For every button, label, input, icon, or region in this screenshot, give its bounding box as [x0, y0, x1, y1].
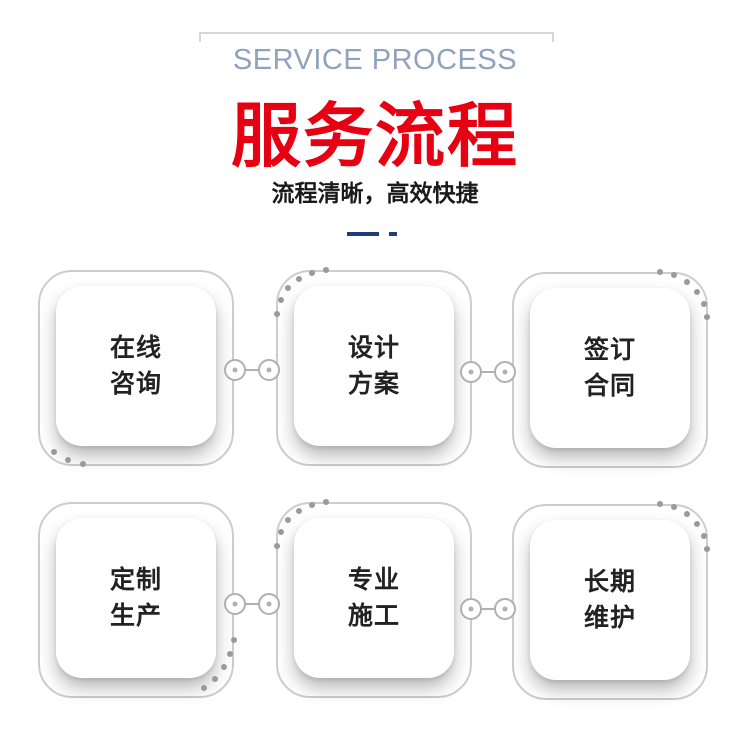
connector-icon [460, 361, 516, 383]
accent-dash-short [389, 232, 397, 236]
dots-decoration-icon [274, 499, 329, 549]
step-label-line2: 生产 [109, 601, 162, 630]
step-label-line2: 咨询 [109, 369, 162, 398]
step-label-line1: 长期 [583, 567, 636, 596]
subtitle-en: SERVICE PROCESS [232, 44, 518, 76]
step-label-line1: 定制 [109, 565, 162, 594]
step-label-line2: 方案 [347, 369, 400, 398]
step-label-line1: 设计 [347, 333, 400, 362]
step-label-line1: 签订 [583, 335, 636, 364]
connector-icon [224, 593, 280, 615]
page-title: 服务流程 [231, 95, 519, 177]
dots-decoration-icon [657, 269, 710, 320]
step-card-inner: 专业 施工 [294, 518, 454, 678]
step-label-line2: 合同 [583, 371, 636, 400]
step-card-contract: 签订 合同 [512, 272, 708, 468]
step-card-inner: 长期 维护 [530, 520, 690, 680]
step-card-inner: 签订 合同 [530, 288, 690, 448]
step-card-production: 定制 生产 [38, 502, 234, 698]
dots-decoration-icon [51, 449, 86, 467]
step-label-line2: 维护 [583, 603, 636, 632]
step-label-line2: 施工 [347, 601, 400, 630]
connector-icon [460, 598, 516, 620]
header-bracket-decoration [199, 32, 554, 42]
step-label-line1: 专业 [347, 565, 400, 594]
step-card-construction: 专业 施工 [276, 502, 472, 698]
dots-decoration-icon [274, 267, 329, 317]
tagline: 流程清晰，高效快捷 [271, 181, 479, 207]
dots-decoration-icon [657, 501, 710, 552]
dots-decoration-icon [201, 637, 237, 691]
step-card-inner: 设计 方案 [294, 286, 454, 446]
step-label-line1: 在线 [109, 333, 162, 362]
step-card-inner: 定制 生产 [56, 518, 216, 678]
step-card-inner: 在线 咨询 [56, 286, 216, 446]
step-card-maintenance: 长期 维护 [512, 504, 708, 700]
step-card-consult: 在线 咨询 [38, 270, 234, 466]
accent-dash-long [347, 232, 379, 236]
connector-icon [224, 359, 280, 381]
